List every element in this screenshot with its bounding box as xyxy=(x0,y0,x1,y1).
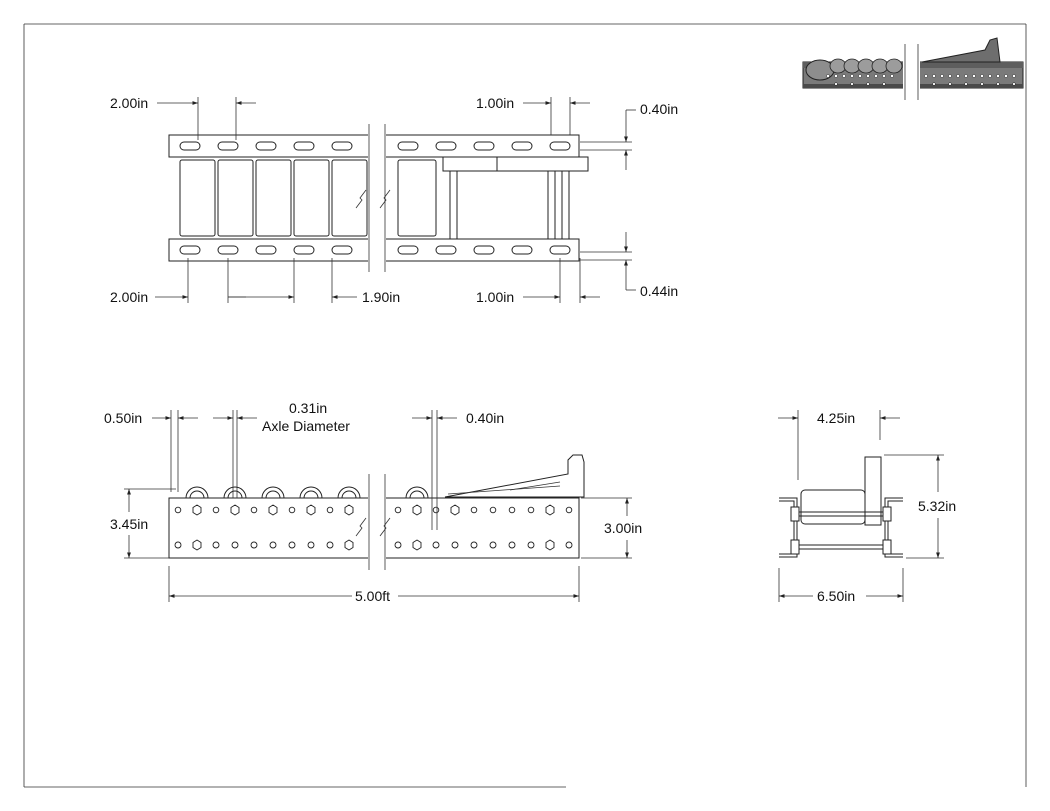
end-view-dimensions: 4.25in 5.32in 6.50in xyxy=(778,410,956,604)
rollers xyxy=(179,159,437,237)
dim-slot-spacing-top: 2.00in xyxy=(110,95,148,111)
dim-axle-value: 0.31in xyxy=(289,400,327,416)
dim-rail-height: 3.00in xyxy=(604,520,642,536)
end-view xyxy=(779,456,903,558)
side-view-dimensions: 0.50in 0.31in Axle Diameter 0.40in 3.45i… xyxy=(104,400,642,604)
top-rail-slots xyxy=(179,141,571,151)
dim-end-height: 5.32in xyxy=(918,498,956,514)
dim-axle-label: Axle Diameter xyxy=(262,418,350,434)
dim-outer-width: 6.50in xyxy=(817,588,855,604)
dim-wheel-offset: 0.50in xyxy=(104,410,142,426)
dim-overall-height: 3.45in xyxy=(110,516,148,532)
sheet-border xyxy=(23,23,1027,788)
side-view xyxy=(168,454,585,570)
dim-roller-width: 1.90in xyxy=(362,289,400,305)
dim-slot-spacing-bottom: 2.00in xyxy=(110,289,148,305)
dim-inner-width: 4.25in xyxy=(817,410,855,426)
dim-rail-width-top: 0.40in xyxy=(640,101,678,117)
dim-end-slot-bottom: 1.00in xyxy=(476,289,514,305)
top-view xyxy=(168,124,589,272)
side-holes-top xyxy=(174,504,573,516)
dim-rail-width-bottom: 0.44in xyxy=(640,283,678,299)
dim-overall-length: 5.00ft xyxy=(355,588,390,604)
top-view-dimensions: 2.00in 1.00in 0.40in 2.00in 1.90in 1.00i… xyxy=(110,95,678,305)
bottom-rail-slots xyxy=(179,245,571,255)
iso-thumbnail xyxy=(802,37,1024,100)
dim-end-slot-top: 1.00in xyxy=(476,95,514,111)
dim-end-offset: 0.40in xyxy=(466,410,504,426)
side-holes-bottom xyxy=(174,539,573,551)
